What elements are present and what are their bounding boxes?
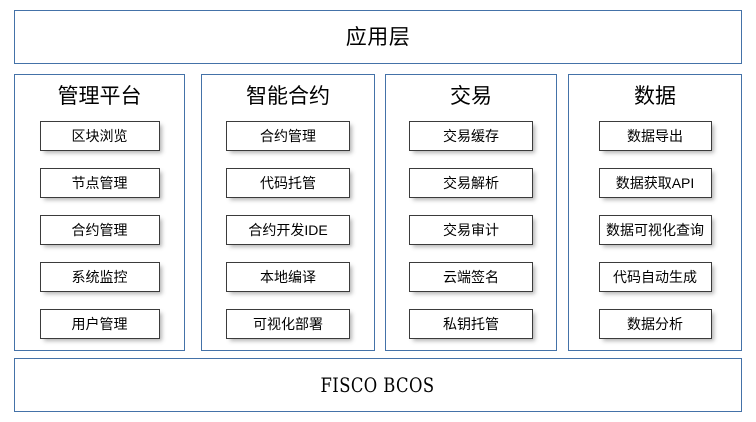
- item-list-management-platform: 区块浏览 节点管理 合约管理 系统监控 用户管理: [15, 121, 184, 339]
- application-layer-band: 应用层: [14, 10, 742, 64]
- fisco-bcos-band: FISCO BCOS: [14, 358, 742, 412]
- item-box-data-visual-query[interactable]: 数据可视化查询: [598, 215, 712, 245]
- column-title-management-platform: 管理平台: [57, 85, 142, 108]
- item-box-contract-management[interactable]: 合约管理: [39, 215, 160, 245]
- item-box-transaction-audit[interactable]: 交易审计: [409, 215, 533, 245]
- item-box-node-management[interactable]: 节点管理: [39, 168, 160, 198]
- item-box-contract-management-sc[interactable]: 合约管理: [226, 121, 350, 151]
- item-box-transaction-parsing[interactable]: 交易解析: [409, 168, 533, 198]
- item-box-private-key-hosting[interactable]: 私钥托管: [409, 309, 533, 339]
- item-box-local-compile[interactable]: 本地编译: [226, 262, 350, 292]
- column-title-data: 数据: [634, 85, 676, 108]
- item-box-visual-deploy[interactable]: 可视化部署: [226, 309, 350, 339]
- item-box-data-fetch-api[interactable]: 数据获取API: [598, 168, 712, 198]
- column-panel-data: 数据 数据导出 数据获取API 数据可视化查询 代码自动生成 数据分析: [568, 74, 742, 351]
- item-list-data: 数据导出 数据获取API 数据可视化查询 代码自动生成 数据分析: [569, 121, 741, 339]
- item-box-transaction-cache[interactable]: 交易缓存: [409, 121, 533, 151]
- application-layer-title: 应用层: [345, 25, 411, 49]
- item-box-cloud-signing[interactable]: 云端签名: [409, 262, 533, 292]
- item-box-block-browser[interactable]: 区块浏览: [39, 121, 160, 151]
- item-box-code-hosting[interactable]: 代码托管: [226, 168, 350, 198]
- item-box-data-export[interactable]: 数据导出: [598, 121, 712, 151]
- column-title-transaction: 交易: [450, 85, 492, 108]
- item-box-data-analysis[interactable]: 数据分析: [598, 309, 712, 339]
- item-box-user-management[interactable]: 用户管理: [39, 309, 160, 339]
- column-title-smart-contract: 智能合约: [246, 85, 330, 108]
- fisco-bcos-title: FISCO BCOS: [320, 373, 435, 397]
- item-list-transaction: 交易缓存 交易解析 交易审计 云端签名 私钥托管: [386, 121, 556, 339]
- column-panel-transaction: 交易 交易缓存 交易解析 交易审计 云端签名 私钥托管: [385, 74, 557, 351]
- item-list-smart-contract: 合约管理 代码托管 合约开发IDE 本地编译 可视化部署: [202, 121, 374, 339]
- item-box-contract-dev-ide[interactable]: 合约开发IDE: [226, 215, 350, 245]
- column-panel-management-platform: 管理平台 区块浏览 节点管理 合约管理 系统监控 用户管理: [14, 74, 185, 351]
- column-panel-smart-contract: 智能合约 合约管理 代码托管 合约开发IDE 本地编译 可视化部署: [201, 74, 375, 351]
- item-box-code-auto-generation[interactable]: 代码自动生成: [598, 262, 712, 292]
- item-box-system-monitoring[interactable]: 系统监控: [39, 262, 160, 292]
